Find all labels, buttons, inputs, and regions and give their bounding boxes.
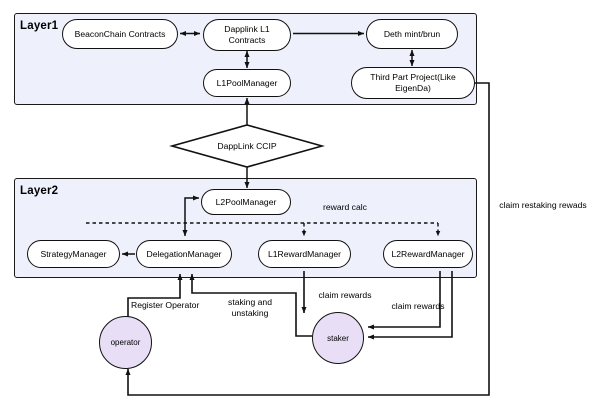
edge-delegation-l2poolmanager	[184, 195, 200, 215]
node-label: BeaconChain Contracts	[74, 28, 166, 39]
node-beaconchain-contracts[interactable]: BeaconChain Contracts	[62, 19, 178, 49]
node-l1rewardmanager[interactable]: L1RewardManager	[258, 240, 351, 268]
node-third-part-project[interactable]: Third Part Project(Like EigenDa)	[351, 67, 475, 99]
node-deth-mint-brun[interactable]: Deth mint/brun	[366, 19, 458, 49]
node-dapplink-l1-contracts[interactable]: Dapplink L1 Contracts	[203, 19, 291, 51]
dapplink-ccip-gateway[interactable]: DappLink CCIP	[172, 125, 322, 167]
node-l1poolmanager[interactable]: L1PoolManager	[203, 69, 291, 97]
node-label: L1PoolManager	[216, 77, 278, 88]
node-label: L2PoolManager	[215, 196, 277, 207]
edge-label-staking-unstaking: staking and unstaking	[228, 297, 272, 319]
node-label: L2RewardManager	[391, 248, 465, 259]
node-label: Dapplink L1 Contracts	[224, 24, 270, 45]
actor-staker[interactable]: staker	[312, 312, 364, 364]
node-l2poolmanager[interactable]: L2PoolManager	[201, 189, 291, 215]
actor-label: operator	[110, 338, 141, 347]
edge-label-claim-rewards-l2: claim rewards	[391, 301, 445, 311]
edge-l2reward-claim-restaking	[367, 271, 453, 340]
edge-thirdpart-right-rail	[277, 82, 490, 396]
node-label: Deth mint/brun	[383, 28, 441, 39]
node-label: StrategyManager	[40, 248, 107, 259]
node-strategymanager[interactable]: StrategyManager	[27, 240, 120, 268]
node-label: Third Part Project(Like EigenDa)	[370, 72, 456, 93]
actor-operator[interactable]: operator	[99, 316, 152, 369]
edge-l2reward-claim	[367, 271, 441, 330]
layer1-title: Layer1	[20, 20, 59, 32]
edge-label-claim-rewards-l1: claim rewards	[318, 290, 372, 300]
actor-label: staker	[327, 333, 349, 343]
edge-staker-staking	[189, 273, 312, 337]
layer2-title: Layer2	[20, 185, 59, 197]
gateway-label: DappLink CCIP	[217, 141, 277, 151]
node-label: DelegationManager	[146, 248, 222, 259]
node-label: L1RewardManager	[267, 248, 342, 259]
edge-label-register-operator: Register Operator	[131, 300, 200, 310]
node-l2rewardmanager[interactable]: L2RewardManager	[383, 240, 473, 268]
dapplink-ccip-diamond	[169, 124, 325, 168]
edge-bottom-rail-operator	[125, 368, 277, 396]
edge-label-claim-restaking-rewads: claim restaking rewads	[499, 200, 587, 210]
edge-operator-register	[127, 273, 183, 317]
node-delegationmanager[interactable]: DelegationManager	[136, 240, 232, 268]
edge-label-reward-calc: reward calc	[323, 202, 367, 212]
